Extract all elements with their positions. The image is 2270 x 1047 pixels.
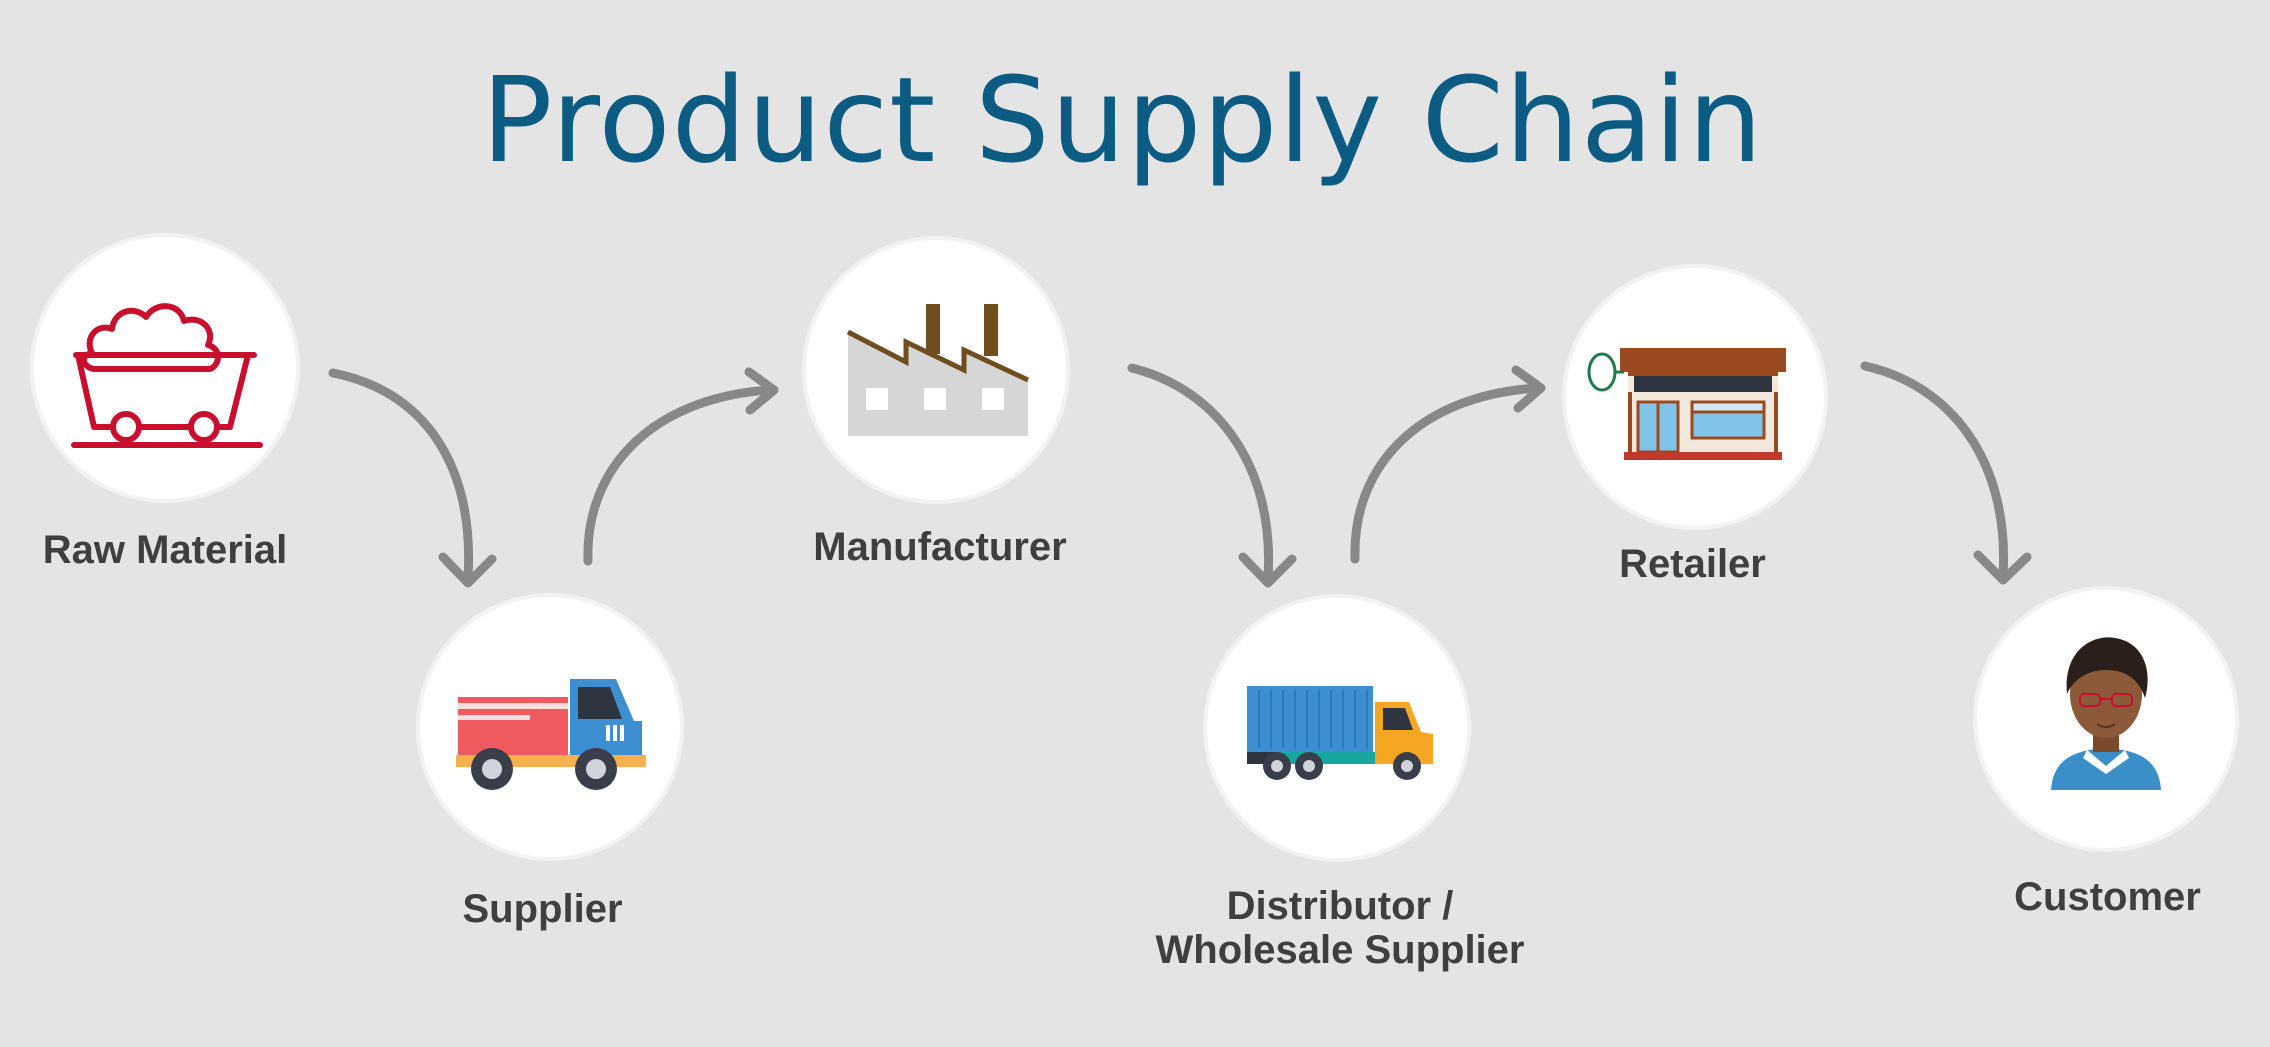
manufacturer-circle <box>806 240 1066 500</box>
arrow-manufacturer-to-distributor <box>1127 363 1297 588</box>
mine-cart-icon <box>71 303 263 448</box>
customer-label: Customer <box>2014 875 2201 919</box>
manufacturer-label: Manufacturer <box>813 525 1067 569</box>
arrow-distributor-to-retailer <box>1350 365 1546 564</box>
distributor-label: Distributor / Wholesale Supplier <box>1130 884 1550 972</box>
arrow-raw-material-to-supplier <box>328 368 497 588</box>
arrow-retailer-to-customer <box>1860 361 2032 585</box>
delivery-truck-icon <box>456 679 646 790</box>
customer-circle <box>1977 590 2235 848</box>
retailer-label: Retailer <box>1619 542 1766 586</box>
supplier-circle <box>420 597 680 857</box>
storefront-icon <box>1587 348 1786 460</box>
page-title: Product Supply Chain <box>481 51 1764 189</box>
distributor-circle <box>1207 598 1467 858</box>
retailer-circle <box>1566 268 1824 526</box>
raw-material-circle <box>34 237 296 499</box>
arrow-supplier-to-manufacturer <box>583 367 779 566</box>
distributor-label-line-1: Distributor / <box>1226 884 1454 928</box>
raw-material-label: Raw Material <box>42 528 288 572</box>
factory-icon <box>846 304 1030 436</box>
container-truck-icon <box>1247 686 1433 780</box>
distributor-label-line-2: Wholesale Supplier <box>1155 928 1525 972</box>
supplier-label: Supplier <box>462 887 623 931</box>
customer-avatar-icon <box>2051 637 2161 790</box>
